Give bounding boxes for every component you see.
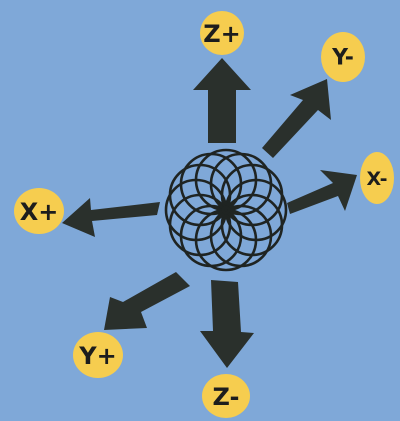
label-x-plus-text: X+ [20,198,59,226]
label-y-minus-text: Y- [331,46,354,71]
label-x-minus: X- [360,152,394,204]
label-y-minus: Y- [321,32,365,82]
label-z-plus-text: Z+ [203,20,241,48]
label-z-minus-text: Z- [213,383,240,411]
label-y-plus: Y+ [73,332,123,378]
rosette-center [223,207,229,213]
label-z-minus: Z- [202,374,250,418]
label-x-plus: X+ [14,188,64,234]
label-y-plus-text: Y+ [78,342,117,370]
label-x-minus-text: X- [367,168,388,190]
label-z-plus: Z+ [200,11,244,55]
